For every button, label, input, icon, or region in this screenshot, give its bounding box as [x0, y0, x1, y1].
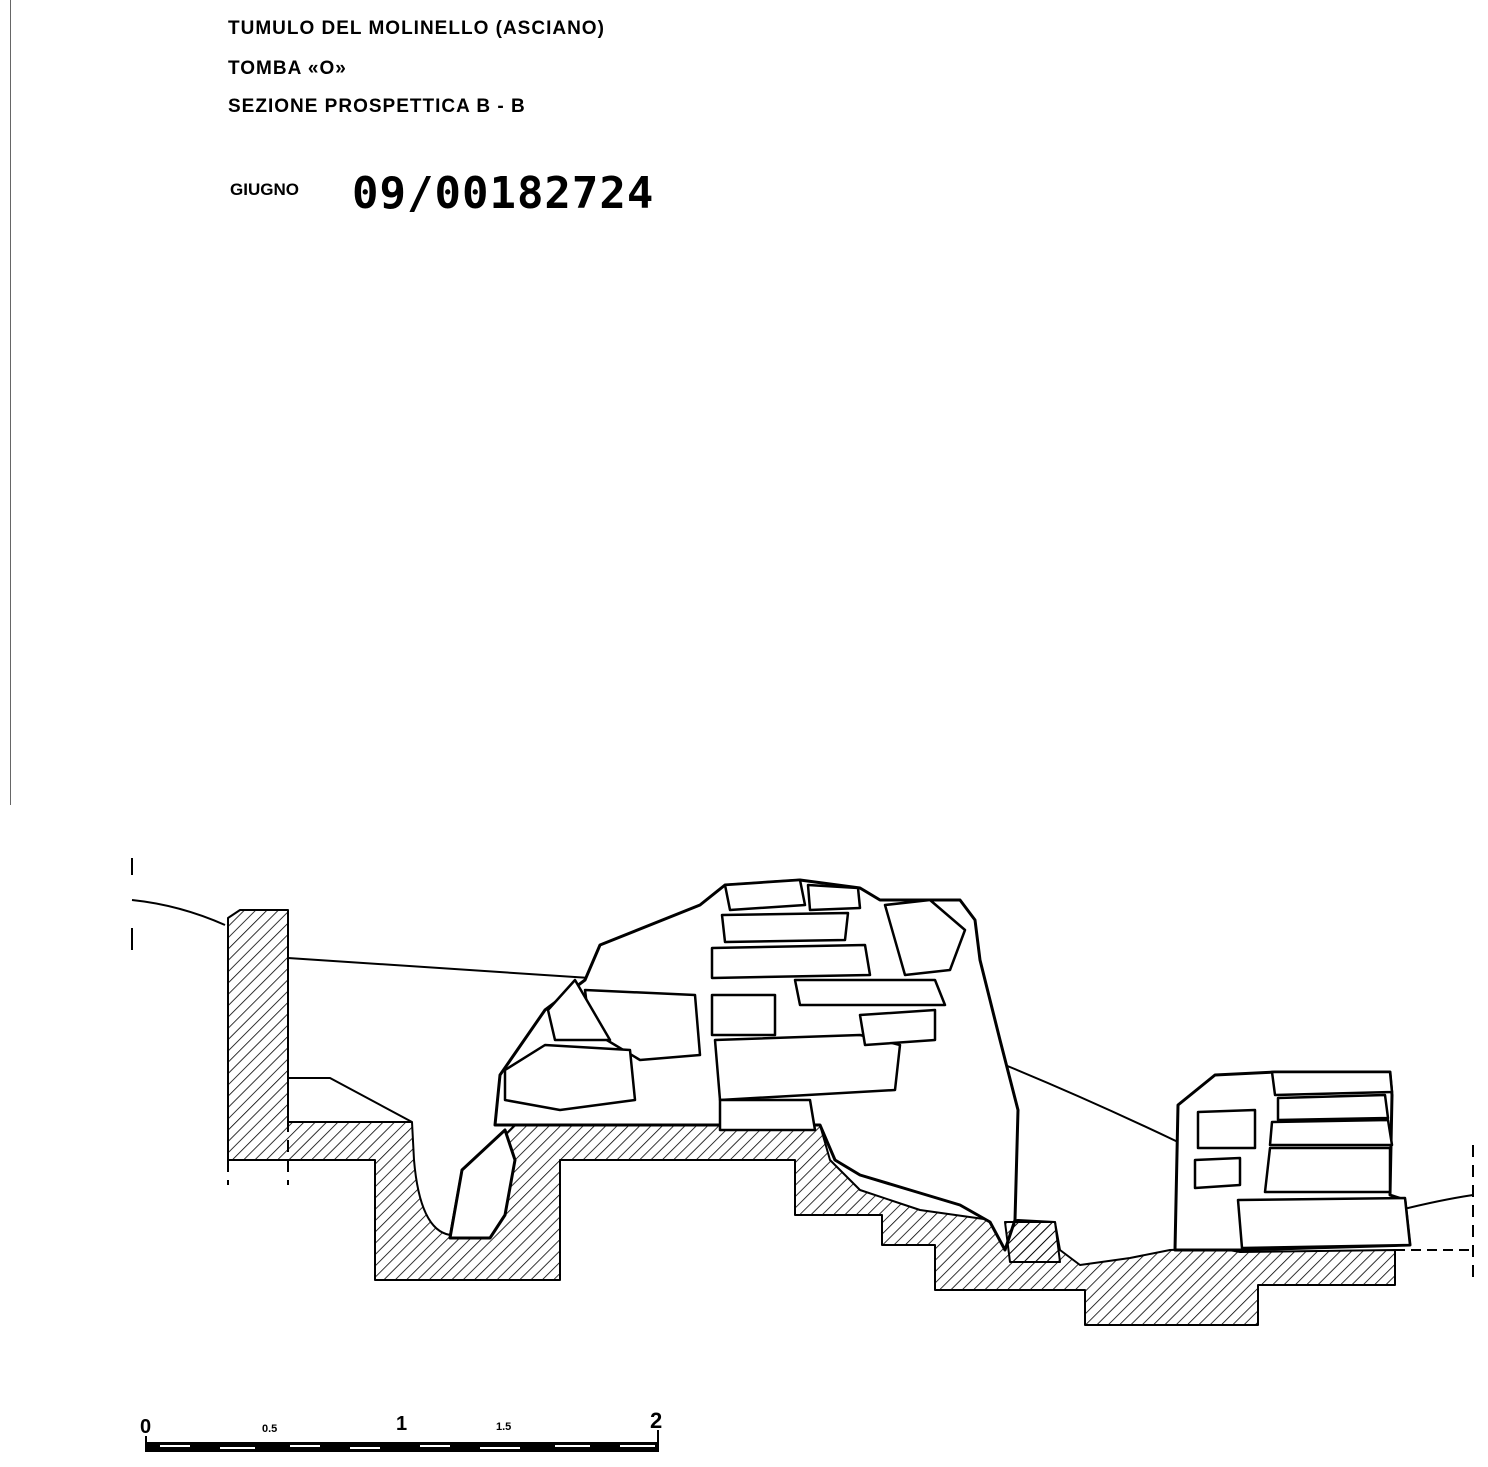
page-edge-line [10, 0, 11, 805]
scale-label-1-5: 1.5 [496, 1421, 511, 1433]
ground-line-left [131, 899, 226, 926]
tomb-label: TOMBA «O» [228, 58, 347, 79]
archive-stamp-number: 09/00182724 [352, 168, 655, 219]
fallen-slab [448, 1128, 517, 1240]
drawing-title: TUMULO DEL MOLINELLO (ASCIANO) [228, 18, 605, 39]
scale-label-0-5: 0.5 [262, 1423, 277, 1435]
right-stones [1193, 1070, 1412, 1250]
scale-bar: 0 0.5 1 1.5 2 [140, 1408, 662, 1452]
masonry-stones [503, 878, 967, 1132]
section-label: SEZIONE PROSPETTICA B - B [228, 96, 526, 117]
scale-label-1: 1 [396, 1413, 407, 1435]
right-slope [1004, 1064, 1179, 1143]
date-label: GIUGNO [230, 180, 299, 199]
scale-label-2: 2 [650, 1408, 662, 1433]
scale-label-0: 0 [140, 1416, 151, 1438]
mound-profile [287, 957, 591, 979]
